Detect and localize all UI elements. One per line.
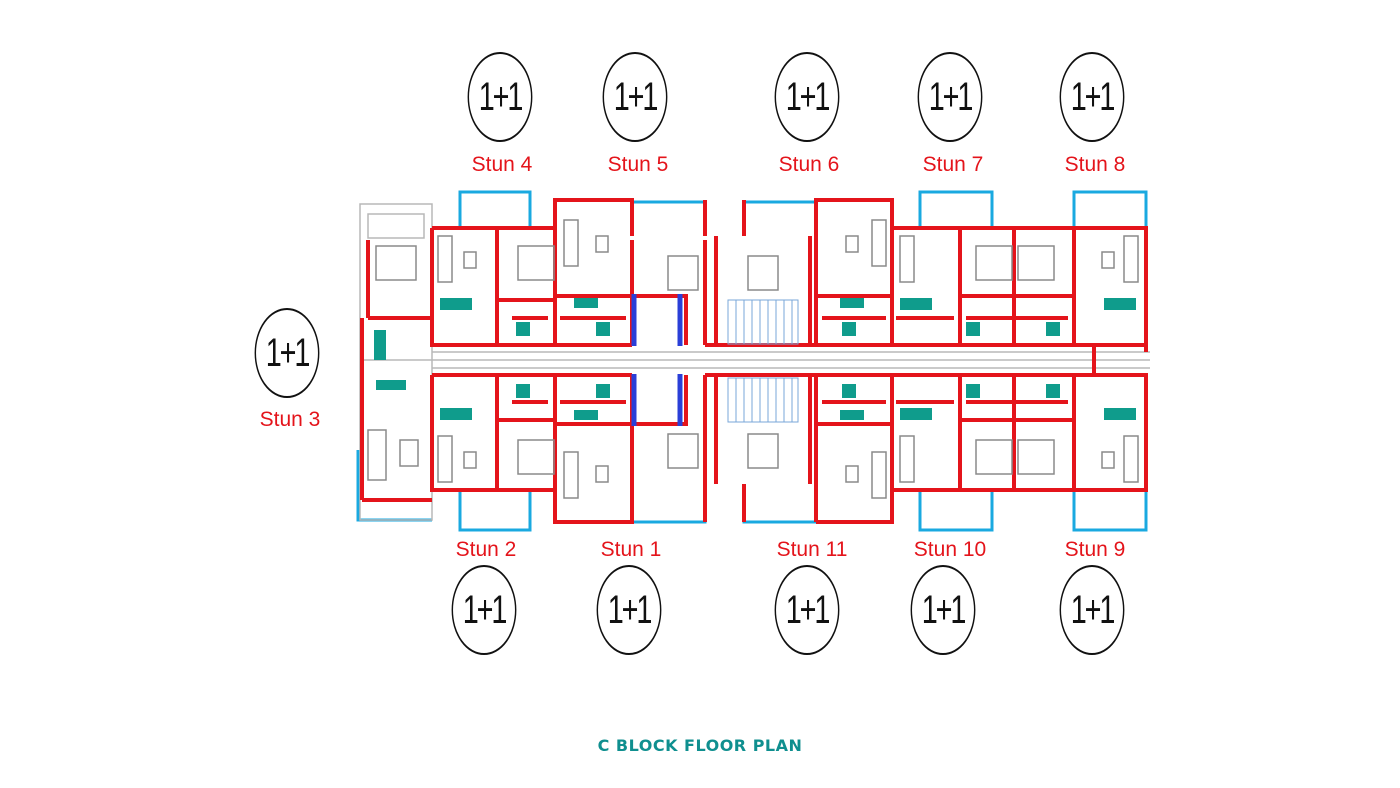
unit-badge-stun-3: 1+1 [254, 308, 320, 398]
unit-badge-stun-5: 1+1 [602, 52, 668, 142]
unit-label-stun-10: Stun 10 [913, 538, 987, 561]
unit-label-stun-5: Stun 5 [607, 153, 669, 176]
unit-badge-stun-4: 1+1 [467, 52, 533, 142]
unit-label-stun-4: Stun 4 [471, 153, 533, 176]
furniture [367, 219, 1139, 499]
walls [360, 198, 1148, 524]
unit-badge-stun-7: 1+1 [917, 52, 983, 142]
unit-badge-stun-9: 1+1 [1059, 565, 1125, 655]
unit-label-stun-6: Stun 6 [778, 153, 840, 176]
unit-label-stun-2: Stun 2 [455, 538, 517, 561]
unit-label-stun-8: Stun 8 [1064, 153, 1126, 176]
unit-label-stun-7: Stun 7 [922, 153, 984, 176]
unit-badge-stun-11: 1+1 [774, 565, 840, 655]
unit-label-stun-11: Stun 11 [776, 538, 848, 561]
context-lines [359, 203, 1150, 521]
unit-badge-stun-6: 1+1 [774, 52, 840, 142]
unit-badge-stun-1: 1+1 [596, 565, 662, 655]
plan-title: C BLOCK FLOOR PLAN [597, 736, 803, 755]
unit-label-stun-9: Stun 9 [1064, 538, 1126, 561]
unit-badge-stun-8: 1+1 [1059, 52, 1125, 142]
unit-badge-stun-10: 1+1 [910, 565, 976, 655]
unit-label-stun-1: Stun 1 [600, 538, 662, 561]
bath-fixtures [374, 298, 1136, 420]
unit-label-stun-3: Stun 3 [259, 408, 321, 431]
unit-badge-stun-2: 1+1 [451, 565, 517, 655]
stair-core [631, 294, 799, 426]
